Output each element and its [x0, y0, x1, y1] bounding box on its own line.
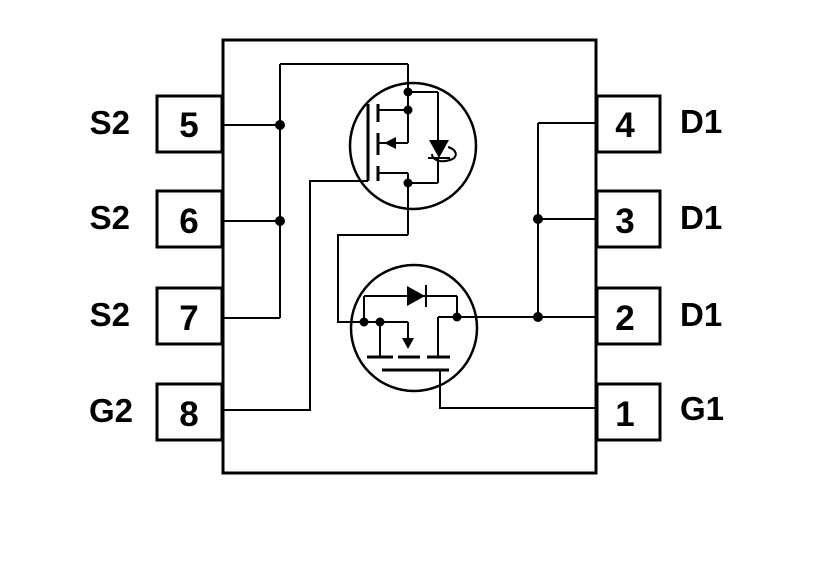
pin-box-1: [595, 382, 662, 442]
pin-number-7: 7: [179, 299, 198, 338]
gate2-wiring: [223, 180, 368, 411]
pin-number-5: 5: [179, 106, 198, 145]
pin-box-5: [155, 94, 224, 154]
pin-label-4: D1: [680, 103, 722, 140]
pin-label-2: D1: [680, 296, 722, 333]
gate1-wiring: [439, 370, 597, 409]
junction-dot: [533, 214, 543, 224]
junction-dot: [275, 120, 285, 130]
pin-label-7: S2: [90, 296, 130, 333]
drain1-wiring: [457, 122, 597, 322]
pin-number-2: 2: [615, 299, 634, 338]
junction-dot: [533, 312, 543, 322]
pin-number-6: 6: [179, 202, 198, 241]
pin-number-1: 1: [615, 395, 634, 434]
pin-number-4: 4: [615, 106, 635, 145]
pin-box-6: [155, 189, 224, 249]
pin-number-3: 3: [615, 202, 634, 241]
pin-label-6: S2: [90, 199, 130, 236]
pin-number-8: 8: [179, 395, 198, 434]
pin-box-7: [155, 286, 224, 346]
pin-box-3: [595, 189, 662, 249]
pin-label-8: G2: [89, 392, 133, 429]
pin-label-1: G1: [680, 390, 724, 427]
pin-box-8: [155, 382, 224, 442]
pin-label-5: S2: [90, 104, 130, 141]
source2-wiring: [223, 63, 409, 319]
mosfet-q1-symbol: [338, 263, 479, 393]
junction-dot: [275, 216, 285, 226]
mosfet-q2-symbol: [348, 81, 478, 235]
pin-label-3: D1: [680, 199, 722, 236]
